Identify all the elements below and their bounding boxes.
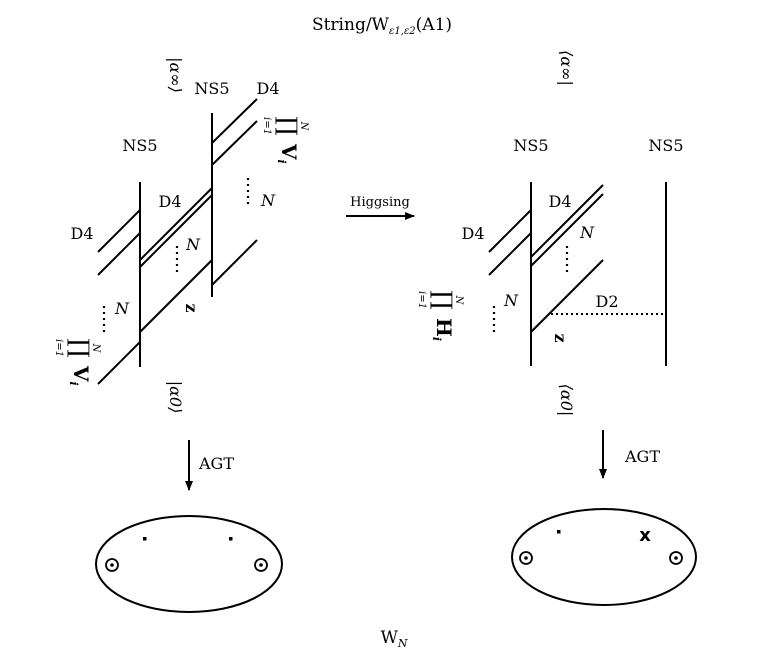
svg-text:N: N xyxy=(90,343,101,354)
right-brane-configuration xyxy=(488,182,667,366)
left-d4-brane-top-1 xyxy=(211,98,258,144)
left-z-label: z xyxy=(182,303,201,312)
svg-text:i=1: i=1 xyxy=(53,339,64,357)
svg-text:Hi: Hi xyxy=(430,318,456,341)
svg-text:∏: ∏ xyxy=(66,338,94,357)
right-d2-label: D2 xyxy=(595,292,618,311)
higgsing-label: Higgsing xyxy=(350,195,410,210)
right-dotted-stacks xyxy=(492,246,569,336)
right-ns5-b-label: NS5 xyxy=(648,136,683,155)
right-surface-dot xyxy=(557,530,561,534)
left-dotted-stacks xyxy=(102,178,250,336)
left-brane-configuration xyxy=(97,98,258,385)
left-d4-brane-left-2 xyxy=(97,232,141,276)
svg-text:i=1: i=1 xyxy=(261,117,272,135)
right-ns5-a-label: NS5 xyxy=(513,136,548,155)
svg-text:N: N xyxy=(453,295,464,306)
left-ns5-left-label: NS5 xyxy=(122,136,157,155)
right-d4-left-label: D4 xyxy=(461,224,484,243)
right-d4-top-label: D4 xyxy=(548,192,571,211)
left-d4-brane-bottom xyxy=(97,341,141,385)
left-d4-brane-mid-1 xyxy=(139,187,213,261)
right-surface-x-mark: x xyxy=(639,525,651,546)
right-n-top-label: N xyxy=(579,223,595,242)
left-d4-brane-top-2 xyxy=(211,120,258,166)
diagram-title: String/Wε1,ε2(A1) xyxy=(312,15,452,37)
left-surface-dot-a xyxy=(143,537,147,541)
right-ket-top: ⟨α∞| xyxy=(557,50,576,86)
right-surface-puncture-left xyxy=(519,551,533,565)
right-product-vertex: N ∏ i=1 Hi xyxy=(416,290,464,341)
agt-label-right: AGT xyxy=(624,447,660,466)
svg-text:N: N xyxy=(298,121,309,132)
svg-text:Vi: Vi xyxy=(275,143,301,164)
left-n-top-label: N xyxy=(260,191,276,210)
svg-text:i=1: i=1 xyxy=(416,291,427,309)
svg-text:∏: ∏ xyxy=(429,290,457,309)
left-product-vertex-bottom: N ∏ i=1 Vi xyxy=(53,338,101,385)
left-surface-puncture-right xyxy=(254,558,268,572)
left-n-mid-label: N xyxy=(185,235,201,254)
right-n-low-label: N xyxy=(503,291,519,310)
right-d4-brane-left-1 xyxy=(488,209,532,253)
right-z-label: z xyxy=(551,333,570,342)
right-d4-brane-top-2 xyxy=(530,193,604,267)
left-d4-brane-lower xyxy=(139,259,213,333)
svg-text:Vi: Vi xyxy=(67,365,93,386)
left-n-low-label: N xyxy=(114,299,130,318)
right-d4-brane-left-2 xyxy=(488,232,532,276)
left-ket-top: |α∞⟩ xyxy=(166,57,185,93)
right-d4-brane-lower xyxy=(530,259,604,333)
footer-label: WN xyxy=(380,628,407,650)
right-riemann-surface: x xyxy=(511,508,697,606)
svg-text:∏: ∏ xyxy=(274,116,302,135)
right-surface-puncture-right xyxy=(669,551,683,565)
left-surface-puncture-left xyxy=(105,558,119,572)
left-d4-brane-right-stub xyxy=(211,239,258,286)
left-d4-mid-label: D4 xyxy=(158,192,181,211)
left-d4-left-label: D4 xyxy=(70,224,93,243)
left-d4-brane-left-1 xyxy=(97,209,141,253)
left-riemann-surface xyxy=(95,515,283,613)
left-ket-bottom: |α0⟩ xyxy=(166,381,185,414)
left-d4-top-label: D4 xyxy=(256,79,279,98)
left-ns5-top-label: NS5 xyxy=(194,79,229,98)
right-d4-brane-top-1 xyxy=(530,184,604,258)
left-d4-brane-mid-2 xyxy=(139,194,213,268)
right-ket-bottom: ⟨α0| xyxy=(557,384,576,417)
left-surface-dot-b xyxy=(229,537,233,541)
left-product-vertex-top: N ∏ i=1 Vi xyxy=(261,116,309,163)
agt-label-left: AGT xyxy=(198,454,234,473)
